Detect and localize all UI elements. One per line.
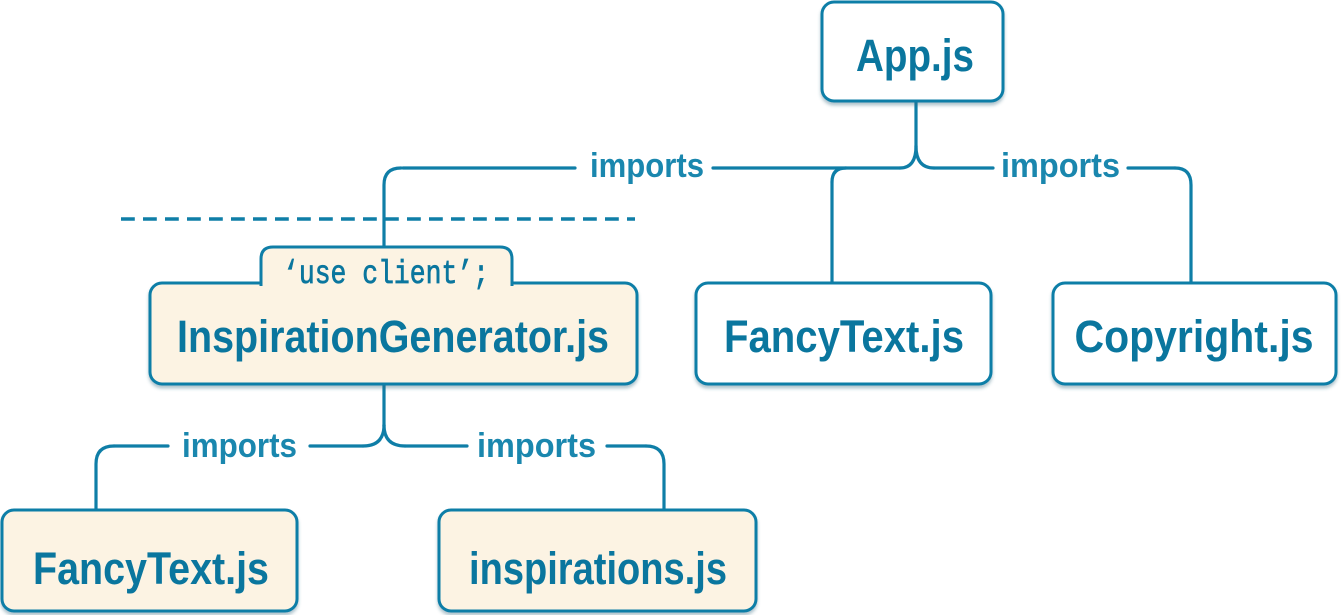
svg-text:FancyText.js: FancyText.js <box>33 543 269 594</box>
svg-text:InspirationGenerator.js: InspirationGenerator.js <box>177 311 609 362</box>
svg-text:inspirations.js: inspirations.js <box>469 543 727 594</box>
svg-text:imports: imports <box>477 427 596 465</box>
svg-text:imports: imports <box>1001 147 1120 185</box>
svg-text:FancyText.js: FancyText.js <box>724 311 964 362</box>
svg-text:‘use client’;: ‘use client’; <box>283 256 489 293</box>
svg-text:imports: imports <box>182 427 297 465</box>
svg-text:Copyright.js: Copyright.js <box>1075 311 1314 362</box>
svg-text:imports: imports <box>590 147 704 185</box>
svg-text:App.js: App.js <box>856 30 974 81</box>
